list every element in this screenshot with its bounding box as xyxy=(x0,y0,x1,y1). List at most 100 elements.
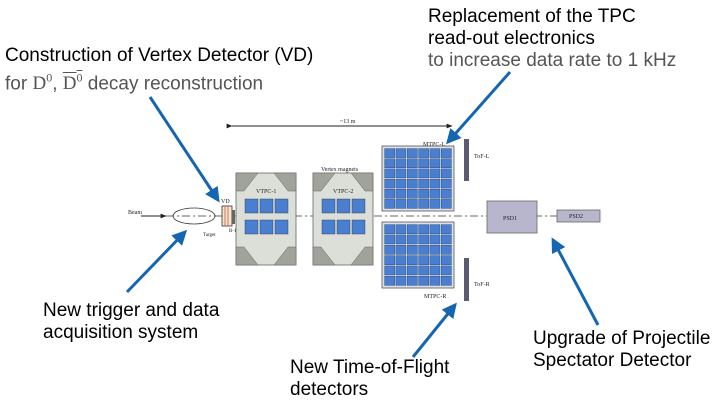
mtpc-l-pad xyxy=(395,148,407,158)
mtpc-r-pad xyxy=(429,245,441,255)
mtpc-l-pad xyxy=(384,189,395,199)
tof-annotation: New Time-of-Flight detectors xyxy=(290,357,449,401)
mtpc-l-pad xyxy=(441,158,452,169)
tpc-annotation-line2: read-out electronics xyxy=(428,28,595,49)
mtpc-l-pad xyxy=(441,148,452,158)
d0bar-symbol: D0 xyxy=(62,71,83,95)
mtpc-l-pad xyxy=(395,178,407,189)
psd-annotation-line2: Spectator Detector xyxy=(533,350,692,371)
vd-suffix: decay reconstruction xyxy=(87,73,264,95)
vertex-detector xyxy=(221,205,235,227)
mtpc-l-pad xyxy=(407,168,418,179)
vd-label: VD xyxy=(221,199,230,205)
mtpc-r-pad xyxy=(441,255,452,265)
trigger-annotation: New trigger and data acquisition system xyxy=(43,300,219,344)
mtpc-l-pad xyxy=(407,178,418,189)
mtpc-l-pad xyxy=(407,199,418,209)
mtpc-l-pad xyxy=(384,168,395,179)
mtpc-r-pad xyxy=(429,276,441,286)
tof-l-bar xyxy=(464,139,469,181)
mtpc-r xyxy=(381,221,455,289)
mtpc-l-pad xyxy=(441,168,452,179)
mtpc-r-pad xyxy=(384,276,395,286)
vd-annotation: Construction of Vertex Detector (VD) for… xyxy=(5,45,313,95)
mtpc-l-pad xyxy=(418,148,429,158)
mtpc-l-pad xyxy=(395,158,407,169)
trigger-annotation-line2: acquisition system xyxy=(43,322,199,343)
tof-r-label: ToF-R xyxy=(474,282,490,288)
tpc-annotation-line3: to increase data rate to 1 kHz xyxy=(428,50,677,71)
mtpc-l-pad xyxy=(418,189,429,199)
mtpc-r-pad xyxy=(418,234,429,245)
psd-annotation: Upgrade of Projectile Spectator Detector xyxy=(533,328,710,372)
mtpc-r-pad xyxy=(418,245,429,255)
vd-annotation-line2: for D0, D0 decay reconstruction xyxy=(5,67,313,95)
mtpc-l-pad xyxy=(429,189,441,199)
vertex-magnets-label: Vertex magnets xyxy=(321,167,359,173)
tof-r-bar xyxy=(464,258,469,301)
mtpc-l-pad xyxy=(384,178,395,189)
beam-label: Beam xyxy=(128,210,142,216)
mtpc-l-pad xyxy=(441,189,452,199)
mtpc-r-pad xyxy=(429,234,441,245)
mtpc-l-pad xyxy=(407,158,418,169)
mtpc-l-pad xyxy=(395,168,407,179)
mtpc-l-pad xyxy=(429,199,441,209)
mtpc-r-label: MTPC-R xyxy=(424,294,446,300)
mtpc-l-pad xyxy=(384,199,395,209)
mtpc-l-pad xyxy=(429,178,441,189)
vd-annotation-line1: Construction of Vertex Detector (VD) xyxy=(5,45,314,66)
arrow-tpc xyxy=(446,71,512,145)
arrow-tof xyxy=(411,302,457,358)
beam-ellipse xyxy=(172,207,216,225)
trigger-annotation-line1: New trigger and data xyxy=(43,300,220,321)
mtpc-r-pad xyxy=(429,265,441,276)
mtpc-l-pad xyxy=(407,189,418,199)
mtpc-l-label: MTPC-L xyxy=(423,142,445,148)
vtpc2-label: VTPC-2 xyxy=(333,189,353,195)
mtpc-r-pad xyxy=(407,234,418,245)
mtpc-l-pad xyxy=(429,158,441,169)
mtpc-r-pad xyxy=(407,245,418,255)
vtpc1 xyxy=(235,172,297,266)
psd2-label: PSD2 xyxy=(569,214,583,220)
arrow-trigger xyxy=(125,229,188,294)
mtpc-l-pad xyxy=(395,199,407,209)
psd2-box xyxy=(556,209,601,223)
mtpc-r-pad xyxy=(418,255,429,265)
mtpc-l-pad xyxy=(395,189,407,199)
mtpc-r-pad xyxy=(395,245,407,255)
mtpc-r-pad xyxy=(395,234,407,245)
symbol-sep: , xyxy=(52,73,58,95)
tof-annotation-line1: New Time-of-Flight xyxy=(290,357,450,378)
mtpc-l xyxy=(381,145,455,212)
mtpc-r-pad xyxy=(441,276,452,286)
mtpc-l-pad xyxy=(384,158,395,169)
mtpc-r-pad xyxy=(441,234,452,245)
mtpc-r-pad xyxy=(441,265,452,276)
mtpc-l-pad xyxy=(418,158,429,169)
mtpc-l-pad xyxy=(429,148,441,158)
mtpc-r-pad xyxy=(418,276,429,286)
mtpc-r-pad xyxy=(418,265,429,276)
mtpc-r-pad xyxy=(395,276,407,286)
tof-annotation-line2: detectors xyxy=(290,379,369,400)
mtpc-l-pad xyxy=(384,148,395,158)
target-label: Target xyxy=(203,233,216,238)
mtpc-r-pad xyxy=(395,224,407,234)
mtpc-r-pad xyxy=(407,224,418,234)
psd1-box xyxy=(486,200,538,234)
mtpc-r-pad xyxy=(441,245,452,255)
mtpc-r-pad xyxy=(418,224,429,234)
mtpc-l-pad xyxy=(418,199,429,209)
mtpc-r-pad xyxy=(384,265,395,276)
mtpc-r-pad xyxy=(429,255,441,265)
tpc-annotation: Replacement of the TPC read-out electron… xyxy=(428,6,676,72)
psd-annotation-line1: Upgrade of Projectile xyxy=(533,328,711,349)
vtpc2 xyxy=(312,172,374,266)
mtpc-l-pad xyxy=(441,199,452,209)
mtpc-r-pad xyxy=(395,265,407,276)
b1-label: B-1 xyxy=(229,229,237,234)
mtpc-r-pad xyxy=(384,245,395,255)
scale-bar: ~13 m xyxy=(226,119,453,129)
